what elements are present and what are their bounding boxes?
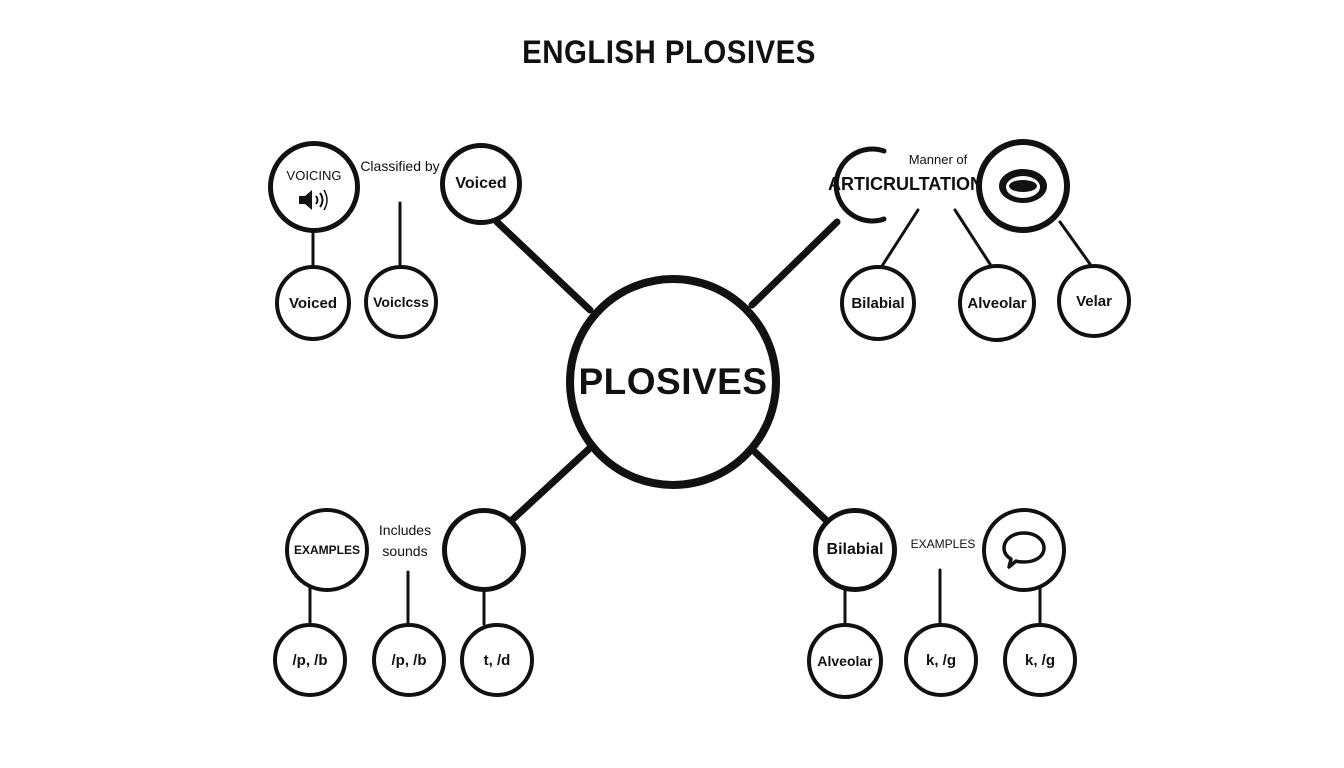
voicing-node[interactable]: VOICING	[268, 141, 360, 233]
articulation-arc	[833, 146, 887, 224]
speaker-icon	[299, 189, 328, 210]
example-k-g-node-2[interactable]: k, /g	[1003, 623, 1077, 697]
sounds-label: sounds	[382, 543, 428, 559]
diagram-title: ENGLISH PLOSIVES	[522, 34, 816, 70]
bilabial-leaf-node[interactable]: Bilabial	[840, 265, 916, 341]
voiced-branch-node[interactable]: Voiced	[440, 143, 522, 225]
link-manner-bilabial	[880, 208, 920, 268]
spoke-bottom-right	[751, 448, 832, 526]
center-label: PLOSIVES	[578, 361, 768, 402]
classified-by-label: Classified by	[360, 158, 440, 174]
example-t-d-node[interactable]: t, /d	[460, 623, 534, 697]
velar-leaf-node[interactable]: Velar	[1057, 264, 1131, 338]
empty-branch-node[interactable]	[442, 508, 526, 592]
mouth-icon	[999, 169, 1047, 203]
center-node[interactable]: PLOSIVES	[566, 275, 780, 489]
voiced-leaf-node[interactable]: Voiced	[275, 265, 351, 341]
example-p-b-node-2[interactable]: /p, /b	[372, 623, 446, 697]
spoke-bottom-left	[508, 444, 594, 524]
spoke-top-left	[493, 218, 594, 314]
example-k-g-node-1[interactable]: k, /g	[904, 623, 978, 697]
alveolar-example-node[interactable]: Alveolar	[807, 623, 883, 699]
manner-of-label: Manner of	[908, 152, 968, 167]
includes-label: Includes	[378, 522, 432, 538]
examples-right-label: EXAMPLES	[910, 537, 976, 551]
voiceless-leaf-node[interactable]: Voiclcss	[364, 265, 438, 339]
example-p-b-node-1[interactable]: /p, /b	[273, 623, 347, 697]
speech-bubble-node[interactable]	[982, 508, 1066, 592]
link-mouth-velar	[1058, 220, 1092, 266]
voicing-heading: VOICING	[286, 167, 342, 183]
bilabial-branch-node[interactable]: Bilabial	[813, 508, 897, 592]
alveolar-leaf-node[interactable]: Alveolar	[958, 264, 1036, 342]
articulation-heading: ARTICRULTATION	[828, 174, 983, 194]
mouth-icon-node[interactable]	[976, 139, 1070, 233]
speech-bubble-icon	[1002, 531, 1046, 569]
link-manner-alveolar	[953, 208, 992, 266]
examples-left-node[interactable]: EXAMPLES	[285, 508, 369, 592]
spoke-top-right	[748, 218, 841, 309]
